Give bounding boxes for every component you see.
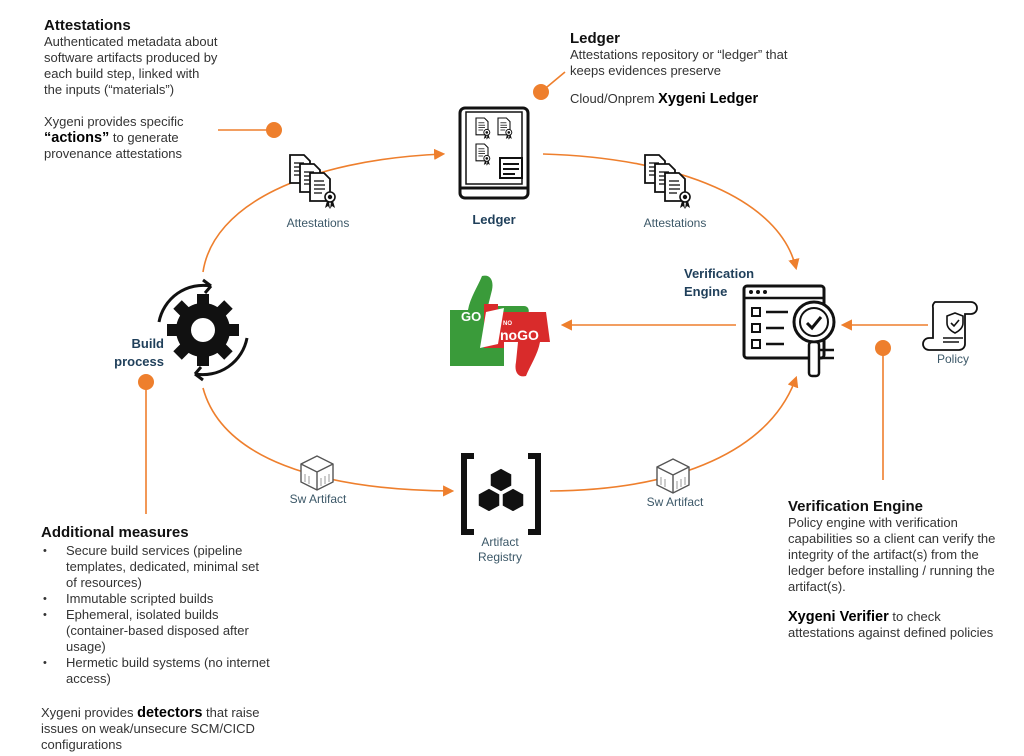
attestations-desc: Authenticated metadata about software ar… bbox=[44, 34, 218, 97]
verification-info-verifier: Xygeni Verifier to check attestations ag… bbox=[788, 609, 994, 640]
ledger-book-icon bbox=[458, 106, 530, 200]
ledger-info: Ledger Attestations repository or “ledge… bbox=[570, 30, 800, 107]
callout-attestations bbox=[218, 122, 282, 138]
arrow-ledger-to-verification bbox=[542, 153, 800, 271]
ledger-info-cloud: Cloud/Onprem Xygeni Ledger bbox=[570, 91, 759, 107]
thumbs-go-nogo-icon bbox=[450, 275, 550, 377]
artifact-registry-label: Artifact Registry bbox=[477, 535, 522, 564]
document-stack-icon bbox=[644, 154, 691, 210]
attestations-right-label: Attestations bbox=[643, 216, 707, 230]
nogo-small-text: NO bbox=[503, 321, 512, 327]
build-process-label: Build process bbox=[114, 336, 164, 369]
verification-scanner-icon bbox=[742, 284, 836, 378]
ledger-info-desc: Attestations repository or “ledger” that… bbox=[570, 47, 788, 78]
registry-cubes-icon bbox=[461, 453, 541, 535]
additional-list: Secure build services (pipeline template… bbox=[41, 543, 271, 687]
verification-info-desc: Policy engine with verification capabili… bbox=[788, 515, 996, 594]
artifact-box-icon bbox=[300, 455, 334, 491]
ledger-info-title: Ledger bbox=[570, 30, 621, 47]
gear-icon bbox=[157, 278, 249, 382]
sw-artifact-right-label: Sw Artifact bbox=[646, 495, 704, 509]
callout-verification bbox=[875, 340, 891, 480]
verification-info: Verification Engine Policy engine with v… bbox=[788, 498, 1010, 641]
list-item: Secure build services (pipeline template… bbox=[41, 543, 271, 591]
policy-label: Policy bbox=[936, 352, 969, 366]
go-text: GO bbox=[461, 309, 482, 324]
attestations-left-label: Attestations bbox=[286, 216, 350, 230]
sw-artifact-left-label: Sw Artifact bbox=[289, 492, 347, 506]
arrow-build-to-ledger bbox=[202, 148, 446, 273]
list-item: Hermetic build systems (no internet acce… bbox=[41, 655, 271, 687]
ledger-label: Ledger bbox=[472, 212, 516, 227]
verification-engine-label: Verification Engine bbox=[684, 266, 755, 299]
additional-title: Additional measures bbox=[41, 524, 189, 541]
policy-scroll-icon bbox=[922, 301, 978, 351]
arrow-registry-to-verification bbox=[549, 375, 799, 492]
document-stack-icon bbox=[289, 154, 336, 210]
attestations-xygeni: Xygeni provides specific “actions” to ge… bbox=[44, 114, 184, 161]
callout-ledger bbox=[533, 71, 566, 100]
callout-build bbox=[138, 374, 154, 514]
additional-measures: Additional measures Secure build service… bbox=[41, 524, 271, 753]
list-item: Immutable scripted builds bbox=[41, 591, 271, 607]
verification-info-title: Verification Engine bbox=[788, 498, 924, 515]
artifact-box-icon bbox=[656, 458, 690, 494]
arrow-build-to-registry bbox=[202, 387, 455, 497]
additional-xygeni: Xygeni provides detectors that raise iss… bbox=[41, 705, 260, 752]
nogo-text: noGO bbox=[500, 327, 539, 343]
attestations-title: Attestations bbox=[44, 17, 131, 34]
attestations-info: Attestations Authenticated metadata abou… bbox=[44, 17, 219, 162]
list-item: Ephemeral, isolated builds (container-ba… bbox=[41, 607, 271, 655]
